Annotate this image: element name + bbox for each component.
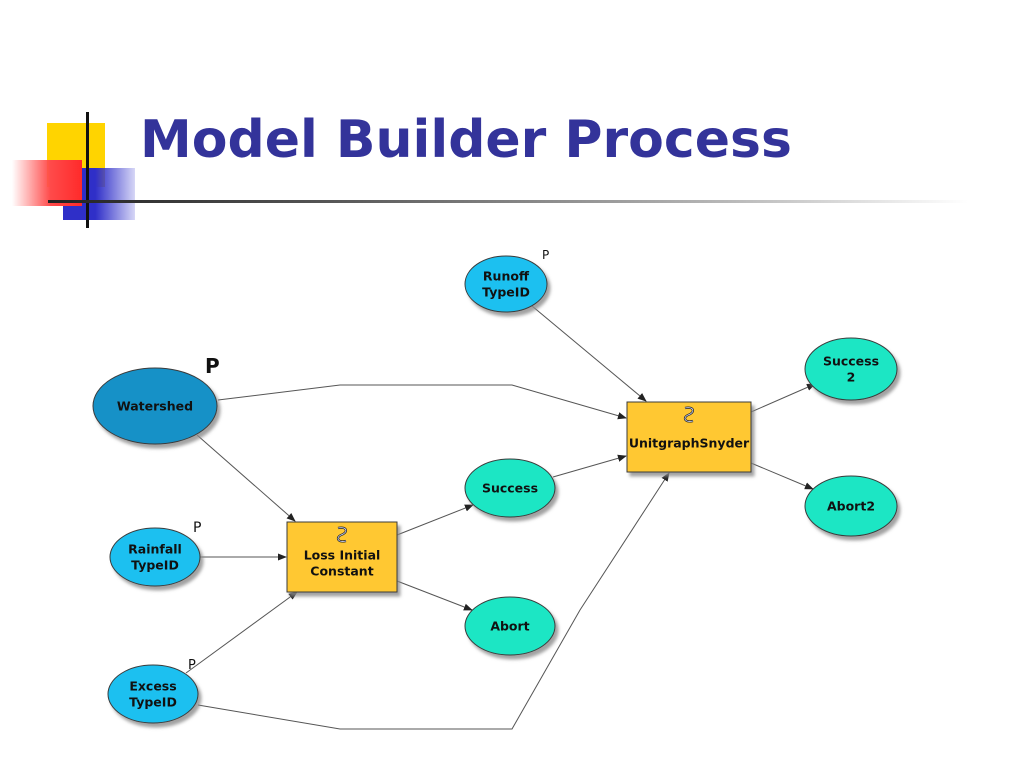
connector-loss-to-success xyxy=(396,504,474,536)
node-abort: Abort xyxy=(464,596,556,656)
node-loss-label: Loss Initial xyxy=(304,548,381,563)
connector-unitgraph-to-abort2 xyxy=(750,462,814,490)
node-abort2-label: Abort2 xyxy=(827,499,875,514)
node-rainfall-label: TypeID xyxy=(131,558,179,573)
slide-title: Model Builder Process xyxy=(140,110,792,170)
parameter-marker: P xyxy=(205,354,220,378)
node-unitgraph: UnitgraphSnyder xyxy=(626,401,752,473)
connector-layer xyxy=(185,305,816,730)
node-success-label: Success xyxy=(482,481,538,496)
connector-runoff-to-unitgraph xyxy=(531,305,647,402)
deco-red-square xyxy=(12,160,82,206)
node-excess-label: TypeID xyxy=(129,695,177,710)
connector-excess-to-loss xyxy=(185,591,298,674)
deco-vertical-rule xyxy=(86,112,89,228)
node-unitgraph-label: UnitgraphSnyder xyxy=(629,436,750,451)
node-success2-label: 2 xyxy=(847,370,856,385)
node-abort-shape xyxy=(464,596,556,656)
parameter-marker: P xyxy=(542,248,549,262)
node-watershed-label: Watershed xyxy=(117,399,193,414)
node-loss-label: Constant xyxy=(310,564,373,579)
node-rainfall-shape xyxy=(109,527,201,587)
node-runoff-shape xyxy=(464,255,548,313)
node-success-shape xyxy=(464,458,556,518)
connector-success-to-unitgraph xyxy=(552,454,627,478)
tool-script-icon xyxy=(683,406,694,423)
parameter-marker: P xyxy=(193,520,201,536)
connector-watershed-to-loss xyxy=(196,434,296,522)
parameter-marker: P xyxy=(188,658,196,673)
deco-horizontal-rule xyxy=(48,200,968,203)
node-success: Success xyxy=(464,458,556,518)
node-success2-label: Success xyxy=(823,354,879,369)
node-rainfall-label: Rainfall xyxy=(128,542,182,557)
node-abort2: Abort2 xyxy=(804,475,898,537)
node-runoff-label: TypeID xyxy=(482,285,530,300)
node-abort-label: Abort xyxy=(490,619,529,634)
node-abort2-shape xyxy=(804,475,898,537)
connector-watershed-to-unitgraph xyxy=(217,384,627,420)
node-excess-label: Excess xyxy=(129,679,176,694)
node-runoff-label: Runoff xyxy=(483,269,530,284)
connector-loss-to-abort xyxy=(396,580,473,611)
node-layer: RunoffTypeIDPWatershedPRainfallTypeIDPEx… xyxy=(92,248,898,724)
tool-script-icon xyxy=(336,526,347,543)
connector-unitgraph-to-success2 xyxy=(750,383,816,413)
node-success2-shape xyxy=(804,337,898,401)
node-excess-shape xyxy=(107,664,199,724)
connector-excess-to-unitgraph xyxy=(197,472,670,730)
node-watershed-shape xyxy=(92,367,218,445)
node-watershed: Watershed P xyxy=(92,354,220,445)
